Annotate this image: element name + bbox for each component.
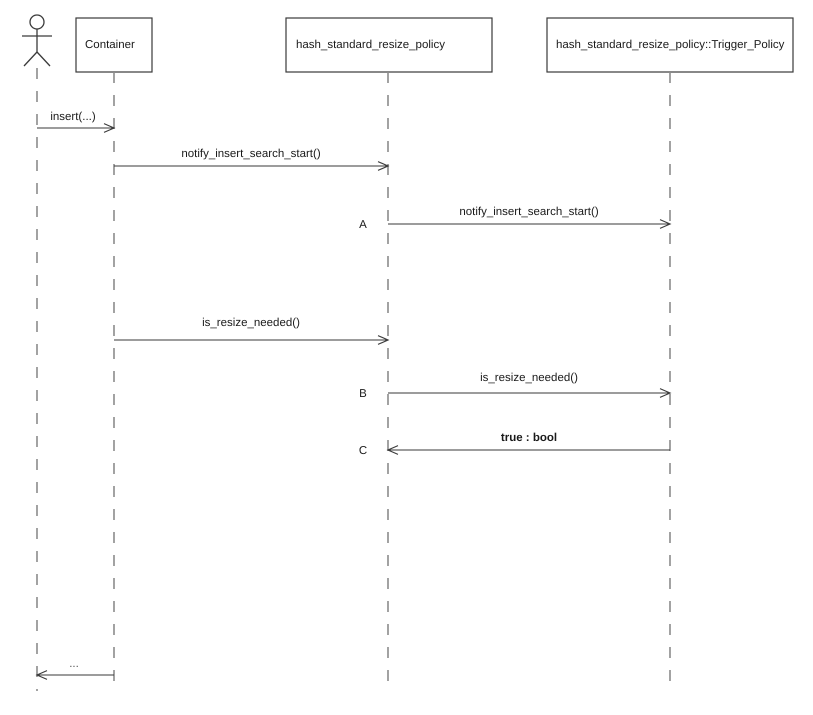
participant-trigger-policy[interactable]: hash_standard_resize_policy::Trigger_Pol… <box>546 17 794 73</box>
participant-box-policy[interactable] <box>285 17 493 73</box>
message-return-ellipsis[interactable]: ... <box>35 658 114 680</box>
participant-policy[interactable]: hash_standard_resize_policy <box>285 17 493 73</box>
actor-figure <box>22 14 52 67</box>
message-marker-c: C <box>359 445 367 457</box>
participant-label-container: Container <box>85 39 135 51</box>
actor-head-icon <box>29 14 45 30</box>
actor-leg-right-line <box>36 51 51 67</box>
message-marker-b: B <box>359 388 367 400</box>
message-label-resize-2: is_resize_needed() <box>480 372 578 384</box>
message-insert[interactable]: insert(...) <box>37 111 116 133</box>
message-notify-insert-search-start-2[interactable]: notify_insert_search_start() A <box>359 206 672 231</box>
message-label-return-bool: true : bool <box>501 432 557 444</box>
participant-label-trigger-policy: hash_standard_resize_policy::Trigger_Pol… <box>556 39 785 51</box>
message-is-resize-needed-2[interactable]: is_resize_needed() B <box>359 372 672 400</box>
message-label-notify-2: notify_insert_search_start() <box>459 206 599 218</box>
actor-leg-left-line <box>23 51 38 67</box>
message-label-notify-1: notify_insert_search_start() <box>181 148 321 160</box>
message-is-resize-needed-1[interactable]: is_resize_needed() <box>114 317 390 345</box>
participant-box-trigger-policy[interactable] <box>546 17 794 73</box>
participant-label-policy: hash_standard_resize_policy <box>296 39 445 51</box>
participant-container[interactable]: Container <box>75 17 153 73</box>
message-label-return-ellipsis: ... <box>69 658 79 670</box>
message-marker-a: A <box>359 219 367 231</box>
message-notify-insert-search-start-1[interactable]: notify_insert_search_start() <box>114 148 390 171</box>
participant-box-container[interactable] <box>75 17 153 73</box>
message-label-insert: insert(...) <box>50 111 96 123</box>
message-return-true-bool[interactable]: true : bool C <box>359 432 670 457</box>
message-label-resize-1: is_resize_needed() <box>202 317 300 329</box>
